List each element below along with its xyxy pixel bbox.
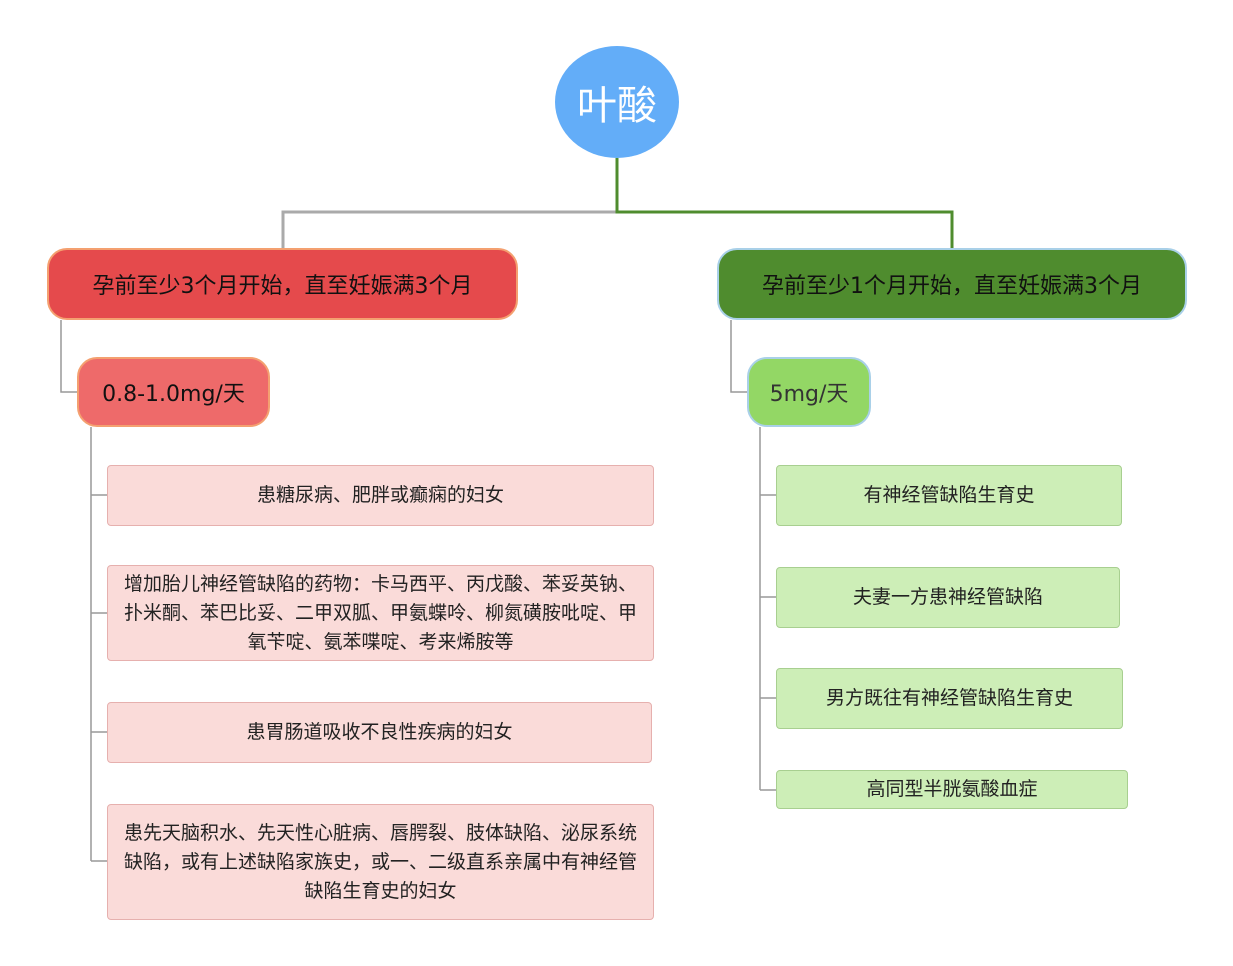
- left-branch-node[interactable]: 孕前至少3个月开始，直至妊娠满3个月: [47, 248, 518, 320]
- left-branch-label: 孕前至少3个月开始，直至妊娠满3个月: [92, 274, 473, 299]
- right-leaf-node[interactable]: 男方既往有神经管缺陷生育史: [776, 668, 1123, 729]
- root-node[interactable]: 叶酸: [555, 46, 679, 158]
- connector-right-leaves: [760, 494, 776, 791]
- right-dose-node[interactable]: 5mg/天: [747, 357, 871, 427]
- connector-left-dose: [60, 320, 77, 393]
- right-leaf-label: 有神经管缺陷生育史: [863, 484, 1035, 506]
- right-leaf-node[interactable]: 有神经管缺陷生育史: [776, 465, 1122, 526]
- right-branch-node[interactable]: 孕前至少1个月开始，直至妊娠满3个月: [717, 248, 1187, 320]
- root-label: 叶酸: [577, 83, 657, 129]
- right-branch-label: 孕前至少1个月开始，直至妊娠满3个月: [762, 274, 1142, 299]
- right-dose-label: 5mg/天: [769, 382, 849, 407]
- left-leaf-label: 增加胎儿神经管缺陷的药物：卡马西平、丙戊酸、苯妥英钠、扑米酮、苯巴比妥、二甲双胍…: [124, 572, 638, 653]
- right-leaf-label: 夫妻一方患神经管缺陷: [852, 586, 1043, 608]
- left-leaf-node[interactable]: 患胃肠道吸收不良性疾病的妇女: [107, 702, 652, 763]
- left-leaf-node[interactable]: 增加胎儿神经管缺陷的药物：卡马西平、丙戊酸、苯妥英钠、扑米酮、苯巴比妥、二甲双胍…: [107, 565, 654, 661]
- right-leaf-label: 男方既往有神经管缺陷生育史: [825, 687, 1073, 709]
- right-leaf-node[interactable]: 高同型半胱氨酸血症: [776, 770, 1128, 809]
- connector-left-leaves: [91, 494, 107, 862]
- left-leaf-label: 患胃肠道吸收不良性疾病的妇女: [246, 721, 513, 743]
- connector-root-right: [615, 158, 954, 248]
- left-leaf-node[interactable]: 患糖尿病、肥胖或癫痫的妇女: [107, 465, 654, 526]
- left-dose-node[interactable]: 0.8-1.0mg/天: [77, 357, 270, 427]
- left-leaf-label: 患糖尿病、肥胖或癫痫的妇女: [256, 484, 504, 506]
- connector-root-left: [281, 158, 619, 248]
- left-dose-label: 0.8-1.0mg/天: [102, 382, 245, 407]
- right-leaf-label: 高同型半胱氨酸血症: [866, 778, 1038, 800]
- right-leaf-node[interactable]: 夫妻一方患神经管缺陷: [776, 567, 1120, 628]
- left-leaf-label: 患先天脑积水、先天性心脏病、唇腭裂、肢体缺陷、泌尿系统缺陷，或有上述缺陷家族史，…: [124, 821, 638, 902]
- connector-right-dose: [730, 320, 747, 393]
- left-leaf-node[interactable]: 患先天脑积水、先天性心脏病、唇腭裂、肢体缺陷、泌尿系统缺陷，或有上述缺陷家族史，…: [107, 804, 654, 920]
